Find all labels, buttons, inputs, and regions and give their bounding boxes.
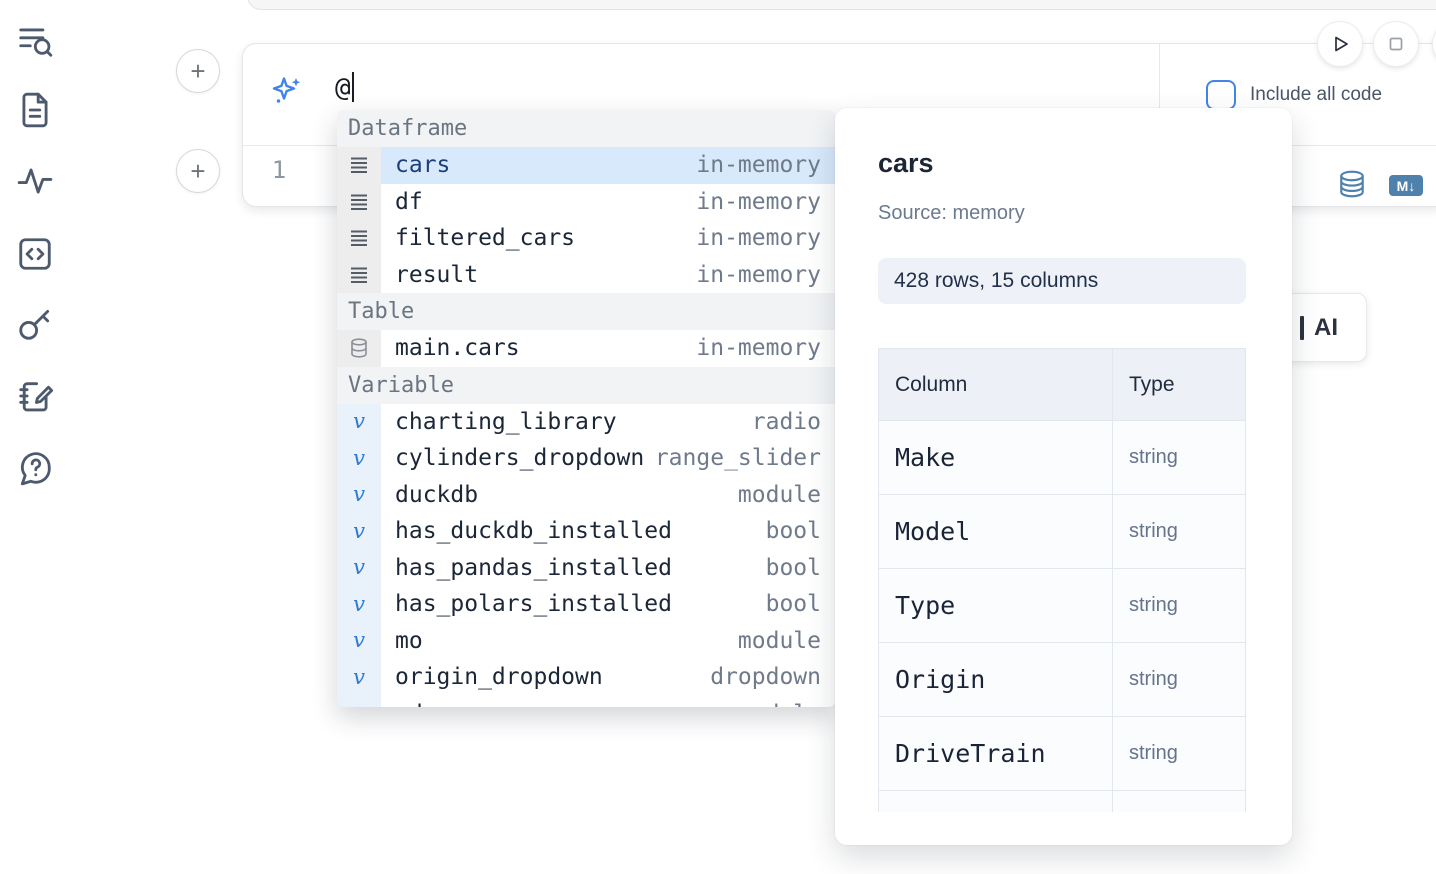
- key-icon[interactable]: [16, 305, 54, 343]
- variable-icon: v: [337, 622, 381, 659]
- type-header: Type: [1112, 348, 1246, 421]
- section-header-dataframe: Dataframe: [337, 110, 835, 147]
- schema-row: Type string: [878, 568, 1246, 643]
- prompt-options-zone: Include all code: [1159, 44, 1436, 146]
- activity-icon[interactable]: [16, 162, 54, 200]
- autocomplete-item-origin-dropdown[interactable]: v origin_dropdown dropdown: [337, 659, 835, 696]
- variable-icon: v: [337, 403, 381, 440]
- dataframe-preview-panel: cars Source: memory 428 rows, 15 columns…: [835, 108, 1292, 845]
- autocomplete-dropdown: Dataframe cars in-memory df in-memory fi…: [337, 110, 835, 707]
- autocomplete-item-filtered-cars[interactable]: filtered_cars in-memory: [337, 220, 835, 257]
- autocomplete-item-duckdb[interactable]: v duckdb module: [337, 476, 835, 513]
- preview-shape-badge: 428 rows, 15 columns: [878, 258, 1246, 304]
- variable-icon: v: [337, 586, 381, 623]
- variable-icon: v: [337, 440, 381, 477]
- sidebar: [0, 0, 72, 874]
- autocomplete-item-df[interactable]: df in-memory: [337, 183, 835, 220]
- column-header: Column: [878, 348, 1113, 421]
- schema-row: Origin string: [878, 642, 1246, 717]
- autocomplete-item-main-cars[interactable]: main.cars in-memory: [337, 330, 835, 367]
- line-number: 1: [271, 156, 287, 184]
- ai-sparkle-icon: [272, 77, 301, 103]
- play-icon: [1335, 36, 1348, 52]
- rows-icon: [337, 147, 381, 184]
- variable-icon: v: [337, 476, 381, 513]
- autocomplete-item-mo[interactable]: v mo module: [337, 622, 835, 659]
- markdown-toggle-icon[interactable]: M↓: [1389, 175, 1423, 196]
- datasource-icon[interactable]: [1337, 169, 1367, 201]
- ai-prompt-value: @: [335, 72, 354, 103]
- schema-row: Make string: [878, 420, 1246, 495]
- schema-row: Model string: [878, 494, 1246, 569]
- schema-row: DriveTrain string: [878, 716, 1246, 791]
- rows-icon: [337, 183, 381, 220]
- variable-icon: v: [337, 659, 381, 696]
- stop-icon: [1389, 37, 1403, 51]
- autocomplete-item-has-polars-installed[interactable]: v has_polars_installed bool: [337, 586, 835, 623]
- add-cell-button-top[interactable]: +: [176, 49, 220, 93]
- autocomplete-item-cylinders-dropdown[interactable]: v cylinders_dropdown range_slider: [337, 440, 835, 477]
- files-search-icon[interactable]: [16, 22, 54, 60]
- autocomplete-item-has-pandas-installed[interactable]: v has_pandas_installed bool: [337, 549, 835, 586]
- autocomplete-item-pd[interactable]: v pd module: [337, 695, 835, 707]
- rows-icon: [337, 256, 381, 293]
- autocomplete-item-has-duckdb-installed[interactable]: v has_duckdb_installed bool: [337, 513, 835, 550]
- autocomplete-item-result[interactable]: result in-memory: [337, 256, 835, 293]
- include-all-code-label: Include all code: [1250, 84, 1383, 105]
- variable-icon: v: [337, 513, 381, 550]
- config-button[interactable]: [1433, 22, 1436, 66]
- document-icon[interactable]: [16, 91, 54, 129]
- database-icon: [337, 330, 381, 367]
- section-header-variable: Variable: [337, 366, 835, 404]
- scratchpad-icon[interactable]: [16, 377, 54, 415]
- run-button[interactable]: [1318, 22, 1362, 66]
- previous-cell-edge: [247, 0, 1436, 10]
- variable-icon: v: [337, 549, 381, 586]
- autocomplete-item-charting-library[interactable]: v charting_library radio: [337, 403, 835, 440]
- clipped-letter-fragment: [1300, 315, 1304, 340]
- preview-schema-table: Column Type Make string Model string Typ…: [878, 348, 1247, 812]
- preview-source: Source: memory: [878, 202, 1025, 224]
- schema-header-row: Column Type: [878, 348, 1246, 421]
- ai-button-label: AI: [1314, 313, 1338, 341]
- section-header-table: Table: [337, 293, 835, 330]
- help-icon[interactable]: [16, 449, 54, 487]
- rows-icon: [337, 220, 381, 257]
- schema-row-clipped: [878, 790, 1246, 812]
- autocomplete-item-cars[interactable]: cars in-memory: [337, 147, 835, 184]
- include-all-code-checkbox[interactable]: [1206, 80, 1236, 110]
- text-cursor: [351, 72, 354, 102]
- code-snippets-icon[interactable]: [16, 235, 54, 273]
- stop-button[interactable]: [1374, 22, 1418, 66]
- variable-icon: v: [337, 695, 381, 707]
- add-cell-button-bottom[interactable]: +: [176, 149, 220, 193]
- preview-title: cars: [878, 148, 934, 178]
